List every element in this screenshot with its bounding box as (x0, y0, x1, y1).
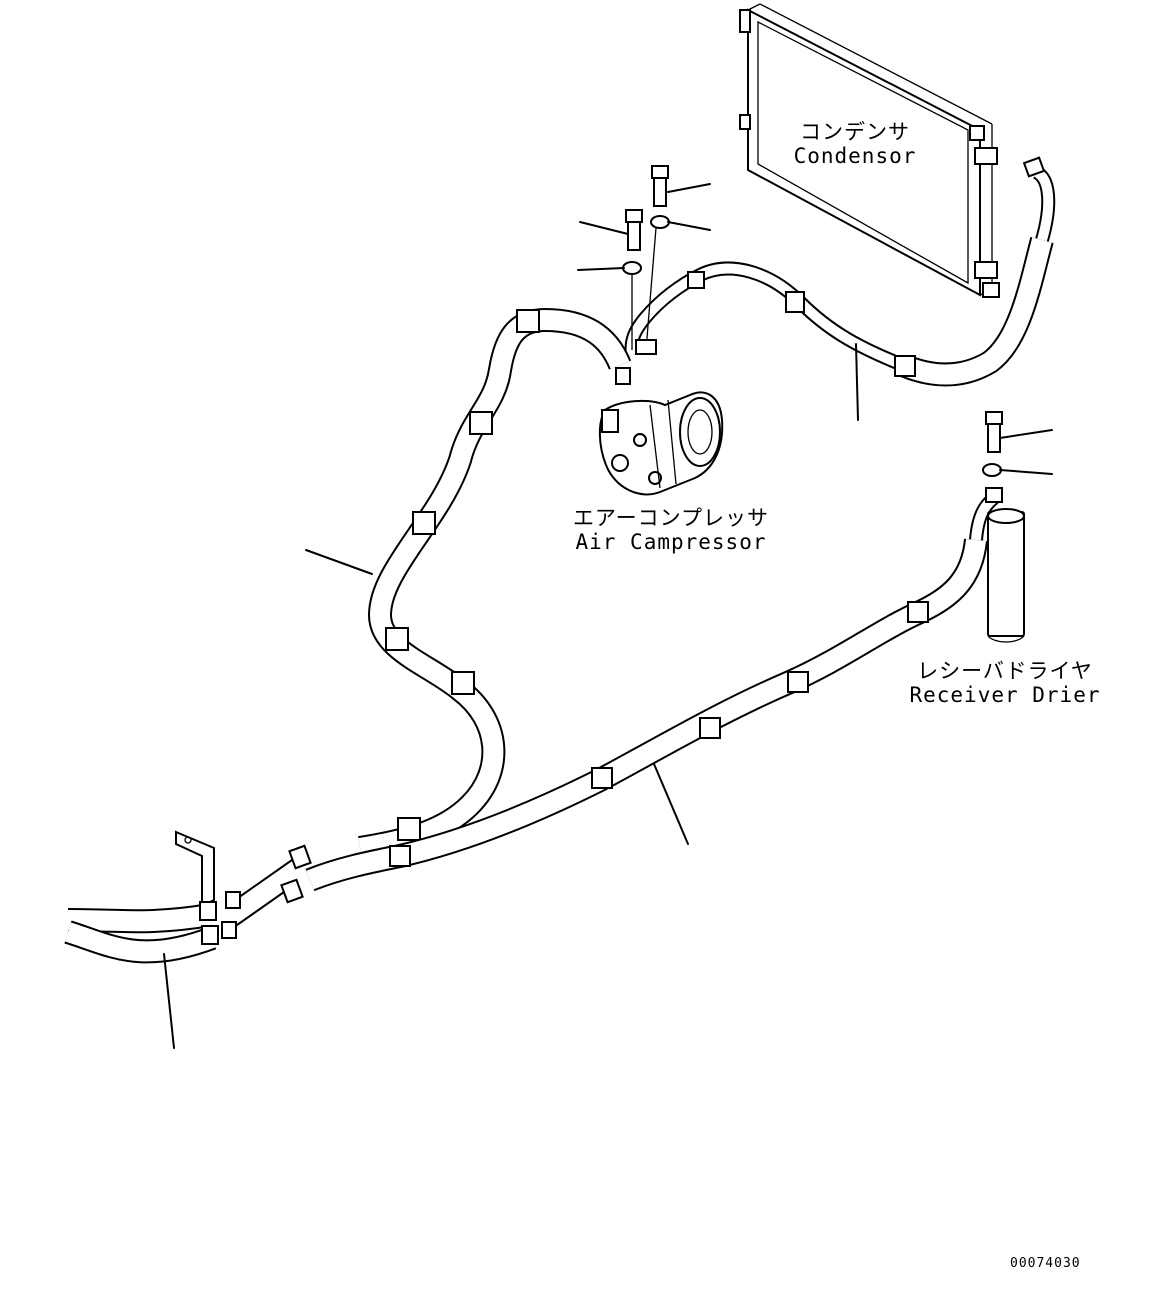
bracket (175, 830, 215, 908)
receiver-drier-label: レシーバドライヤ Receiver Drier (900, 659, 1110, 707)
receiver-drier (982, 411, 1025, 643)
liquid-hose (305, 487, 1003, 892)
receiver-drier-label-jp: レシーバドライヤ (917, 659, 1093, 683)
drawing-number: 00074030 (1010, 1256, 1081, 1271)
leader-lines (163, 183, 1053, 1049)
compressor-label-jp: エアーコンプレッサ (572, 506, 770, 530)
compressor-label-en: Air Campressor (575, 530, 767, 554)
hose-fittings (221, 844, 312, 939)
compressor-bolts (622, 165, 670, 355)
compressor-label: エアーコンプレッサ Air Campressor (566, 506, 776, 554)
evaporator-hoses (64, 901, 219, 964)
air-compressor (598, 391, 724, 496)
receiver-drier-label-en: Receiver Drier (909, 683, 1101, 707)
condenser (739, 3, 1000, 298)
condenser-label-jp: コンデンサ (800, 120, 910, 144)
condenser-label-en: Condensor (793, 144, 917, 168)
suction-hose (358, 308, 632, 860)
condenser-label: コンデンサ Condensor (770, 120, 940, 168)
